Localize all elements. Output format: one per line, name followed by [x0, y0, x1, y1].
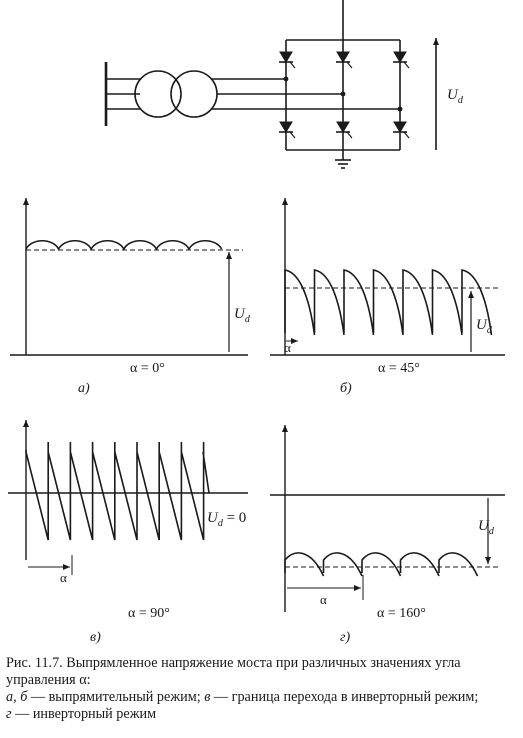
- transformer-primary-winding: [134, 70, 182, 118]
- thyristor-2: [336, 51, 353, 69]
- panel-c-ud-label: Ud = 0: [207, 510, 246, 529]
- node-dot-b: [340, 91, 346, 97]
- panel-d-alpha-value: α = 160°: [377, 606, 426, 621]
- thyristor-6: [393, 121, 410, 139]
- thyristor-1: [279, 51, 296, 69]
- panel-b-alpha-value: α = 45°: [378, 361, 420, 376]
- panel-a-letter: а): [78, 381, 90, 396]
- caption-legend-b: б: [20, 689, 28, 705]
- bridge-schematic: [104, 0, 439, 169]
- thyristor-5: [336, 121, 353, 139]
- figure-caption: Рис. 11.7. Выпрямленное напряжение моста…: [6, 655, 518, 723]
- panel-b-ud-label: Ud: [476, 317, 493, 336]
- schematic-ud-label: Ud: [447, 87, 464, 106]
- caption-legend-line-1: а, б — выпрямительный режим; в — граница…: [6, 689, 479, 705]
- panel-d-alpha-mark: α: [320, 592, 327, 607]
- waveform-panel-a: [10, 198, 248, 356]
- caption-legend-g-text: — инверторный режим: [11, 706, 157, 722]
- panel-a-alpha-value: α = 0°: [130, 361, 165, 376]
- thyristor-4: [279, 121, 296, 139]
- thyristor-3: [393, 51, 410, 69]
- panel-a-ud-label: Ud: [234, 306, 251, 325]
- panel-c-voltage-waveform: [25, 442, 210, 541]
- caption-legend-v-text: — граница перехода в инверторный режим;: [210, 689, 479, 705]
- panel-c-alpha-value: α = 90°: [128, 606, 170, 621]
- caption-title-line-2: управления α:: [6, 672, 91, 688]
- node-dot-a: [283, 76, 289, 82]
- transformer-secondary-winding: [170, 70, 218, 118]
- caption-legend-g: г: [6, 706, 12, 722]
- panel-b-voltage-waveform: [284, 269, 493, 336]
- panel-a-voltage-waveform: [25, 239, 223, 251]
- panel-d-voltage-waveform: [284, 552, 479, 577]
- panel-b-letter: б): [340, 381, 352, 396]
- panel-c-letter: в): [90, 630, 101, 645]
- waveform-panel-c: [8, 420, 248, 575]
- caption-legend-ab-text: — выпрямительный режим;: [27, 689, 205, 705]
- caption-title-line-1: Рис. 11.7. Выпрямленное напряжение моста…: [6, 655, 461, 671]
- caption-legend-line-2: г — инверторный режим: [6, 706, 518, 723]
- panel-d-letter: г): [340, 630, 350, 645]
- waveform-panel-b: [270, 198, 505, 356]
- figure-canvas: Ud Ud α = 0° а) Ud α α = 45° б) Ud = 0 α…: [8, 0, 505, 645]
- caption-legend-a: а: [6, 689, 14, 705]
- panel-c-alpha-mark: α: [60, 570, 67, 585]
- panel-d-ud-label: Ud: [478, 518, 495, 537]
- waveform-panel-d: [270, 425, 505, 612]
- panel-b-alpha-mark: α: [284, 340, 291, 355]
- caption-legend-v: в: [204, 689, 211, 705]
- thyristor-group: [279, 51, 410, 139]
- node-dot-c: [397, 106, 403, 112]
